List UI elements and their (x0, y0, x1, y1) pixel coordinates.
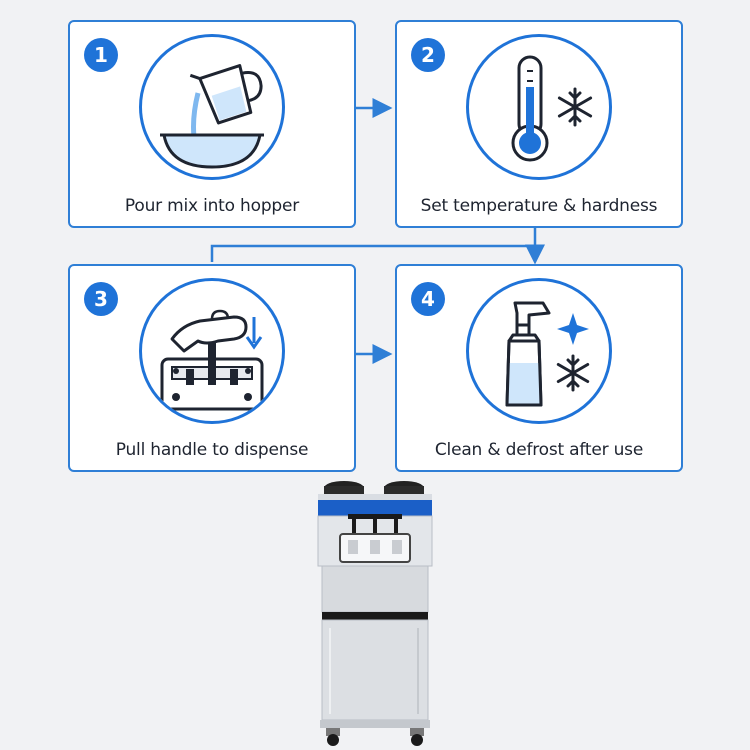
hand-pull-handle-icon (160, 309, 264, 411)
thermometer-snowflake-icon (511, 55, 593, 162)
step-illustration (466, 34, 612, 180)
step-card-4: 4 Clean & defrost after use (395, 264, 683, 472)
step-label: Pull handle to dispense (115, 440, 309, 460)
pouring-jug-bowl-icon (160, 64, 264, 169)
step-card-1: 1 Pour mix into hopper (68, 20, 356, 228)
step-label: Pour mix into hopper (124, 196, 300, 216)
step-card-2: 2 Set temperature & hardness (395, 20, 683, 228)
step-illustration (139, 278, 285, 424)
step-illustration (139, 34, 285, 180)
arrow-2-to-3-4 (210, 228, 537, 262)
step-number-badge: 4 (411, 282, 445, 316)
spray-bottle-snowflake-icon (505, 301, 590, 407)
step-label: Set temperature & hardness (420, 196, 658, 216)
step-card-3: 3 Pull handle to dispense (68, 264, 356, 472)
step-number-badge: 1 (84, 38, 118, 72)
step-number-badge: 3 (84, 282, 118, 316)
step-label: Clean & defrost after use (434, 440, 644, 460)
step-number-badge: 2 (411, 38, 445, 72)
step-illustration (466, 278, 612, 424)
soft-serve-machine-illustration (317, 481, 433, 746)
